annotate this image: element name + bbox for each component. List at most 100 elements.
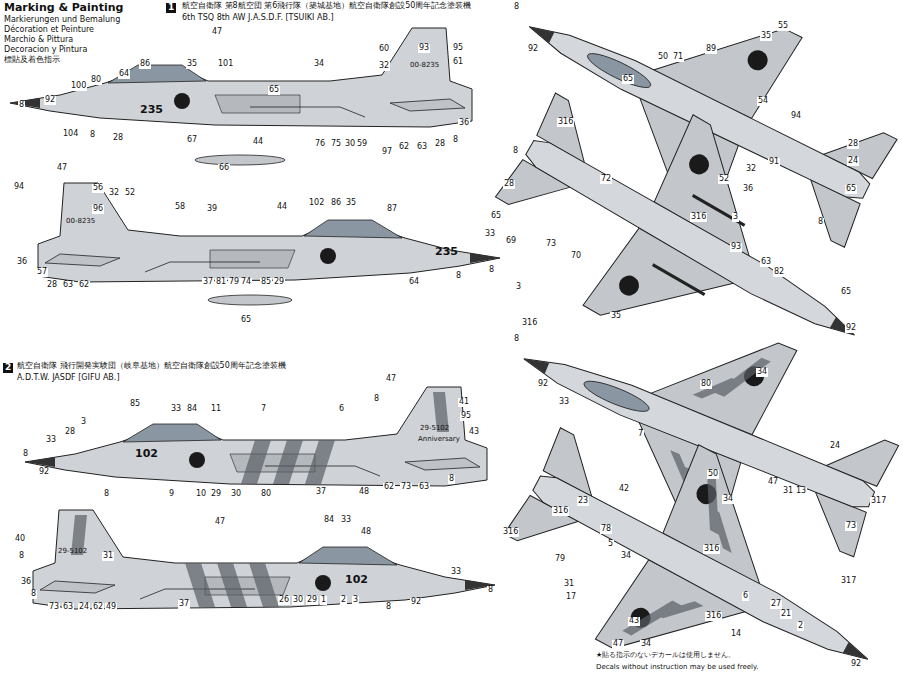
callout-number: 34 [640,640,652,649]
callout-number: 30 [292,596,304,605]
callout-number: 76 [314,140,326,149]
callout-number: 31 [563,580,575,589]
callout-number: 49 [105,603,117,612]
callout-number: 47 [214,518,226,527]
callout-number: 56 [92,184,104,193]
callout-number: 57 [36,268,48,277]
callout-number: 316 [552,507,569,516]
callout-number: 8 [18,552,25,561]
callout-number: 8 [512,147,519,156]
callout-number: 66 [218,164,230,173]
callout-number: 24 [847,157,859,166]
callout-number: 92 [850,660,862,669]
sheet-title: Marking & Painting [4,2,123,14]
callout-number: 67 [186,136,198,145]
callout-number: 316 [703,545,720,554]
callout-number: 8 [448,475,455,484]
callout-number: 33 [45,436,57,445]
callout-number: 64 [408,278,420,287]
callout-number: 32 [108,189,120,198]
callout-number: 27 [770,600,782,609]
callout-number: 37 [178,600,190,609]
callout-number: 42 [618,485,630,494]
callout-number: 62 [92,603,104,612]
callout-number: 73 [545,240,557,249]
callout-number: 28 [847,140,859,149]
callout-number: 36 [742,185,754,194]
callout-number: 8 [488,266,495,275]
callout-number: 316 [521,319,538,328]
callout-number: 102 [308,199,325,208]
callout-number: 29 [306,596,318,605]
callout-number: 8 [817,218,824,227]
callout-number: 52 [718,175,730,184]
callout-number: 33 [170,405,182,414]
callout-number: 24 [829,442,841,451]
callout-number: 41 [458,398,470,407]
callout-number: 52 [124,189,136,198]
callout-number: 93 [730,243,742,252]
callout-number: 14 [730,630,742,639]
callout-number: 317 [840,577,857,586]
callout-number: 100 [70,82,87,91]
callout-number: 26 [278,596,290,605]
callout-number: 31 [102,552,114,561]
callout-number: 85 [260,278,272,287]
callout-number: 96 [92,205,104,214]
callout-number: 63 [62,603,74,612]
callout-number: 63 [62,281,74,290]
callout-number: 317 [870,497,887,506]
caption-text: Decoracion y Pintura [4,46,87,55]
callout-number: 29 [210,490,222,499]
callout-number: 92 [537,380,549,389]
callout-number: 84 [186,405,198,414]
callout-number: 8 [22,450,29,459]
callout-number: 17 [565,593,577,602]
callout-number: 71 [672,53,684,62]
callout-number: 80 [260,490,272,499]
callout-number: 32 [378,62,390,71]
callout-number: 8 [487,586,494,595]
callout-number: 69 [505,237,517,246]
callout-number: 92 [527,45,539,54]
callout-number: 91 [768,158,780,167]
callout-number: 80 [700,380,712,389]
callout-number: 92 [44,96,56,105]
callout-number: 6 [338,405,345,414]
callout-number: 33 [450,568,462,577]
callout-number: 3 [80,418,87,427]
callout-number: 8 [18,101,25,110]
callout-number: 63 [416,143,428,152]
callout-number: 64 [118,70,130,79]
callout-number: 80 [90,76,102,85]
callout-number: 48 [358,488,370,497]
callout-number: 2 [797,622,804,631]
callout-number: 65 [622,75,634,84]
aircraft-marking: 102 [135,448,158,460]
callout-number: 62 [383,483,395,492]
callout-number: 93 [418,44,430,53]
callout-number: 34 [313,60,325,69]
callout-number: 316 [690,213,707,222]
callout-number: 33 [340,516,352,525]
callout-number: 28 [503,180,515,189]
callout-number: 65 [490,212,502,221]
callout-number: 316 [557,118,574,127]
callout-number: 28 [46,281,58,290]
callout-number: 40 [14,535,26,544]
caption-text: 6th TSQ 8th AW J.A.S.D.F. [TSUIKI AB.] [182,14,334,23]
callout-number: 65 [240,316,252,325]
callout-number: 84 [323,516,335,525]
caption-text: Markierungen und Bemalung [4,16,120,25]
callout-number: 13 [795,487,807,496]
callout-number: 79 [228,278,240,287]
callout-number: 86 [139,60,151,69]
note-text: ★貼る指示のないデカールは使用しません。 [596,652,735,660]
callout-number: 50 [707,470,719,479]
callout-number: 94 [790,112,802,121]
callout-number: 35 [760,32,772,41]
callout-number: 85 [129,400,141,409]
callout-number: 47 [385,375,397,384]
callout-number: 73 [48,603,60,612]
callout-number: 63 [418,483,430,492]
